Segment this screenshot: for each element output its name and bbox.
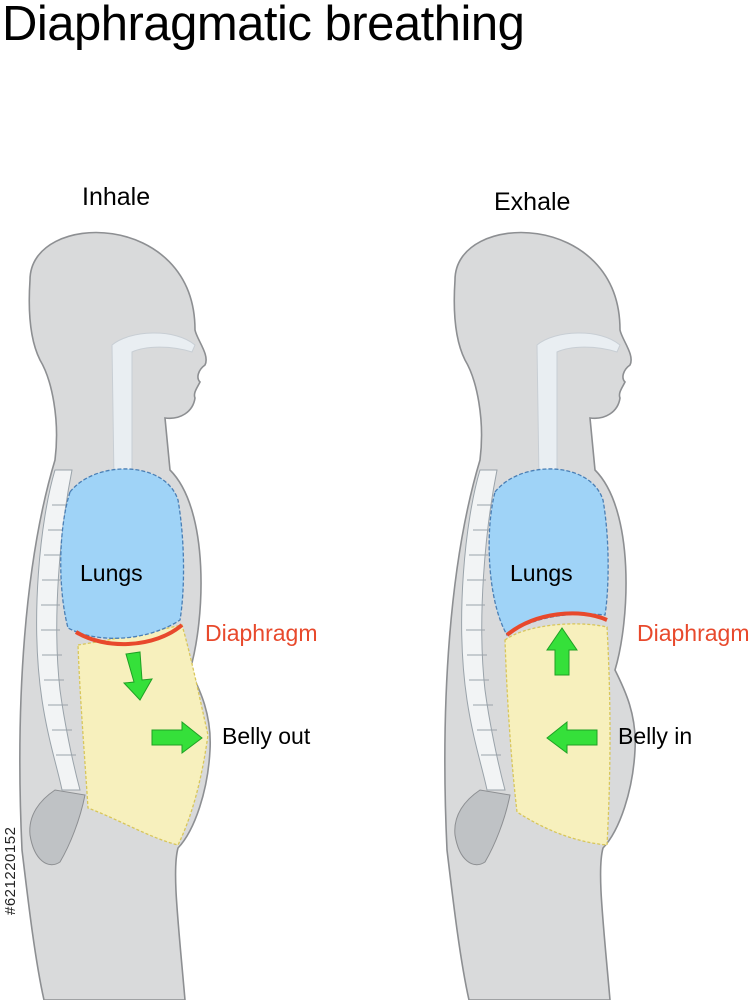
- inhale-arrow-down: [122, 651, 153, 701]
- inhale-diaphragm-label: Diaphragm: [205, 620, 318, 646]
- inhale-arrow-right: [151, 720, 203, 754]
- inhale-vertebrae: [41, 504, 76, 756]
- inhale-lungs: [60, 468, 185, 639]
- exhale-lungs: [488, 468, 609, 636]
- exhale-arrow-up: [546, 627, 578, 676]
- inhale-abdomen: [77, 624, 209, 846]
- exhale-belly-label: Belly in: [618, 723, 693, 749]
- exhale-heading: Exhale: [494, 188, 571, 216]
- exhale-lungs-label: Lungs: [510, 560, 573, 586]
- inhale-lungs-label: Lungs: [80, 560, 143, 586]
- exhale-diaphragm-line: [505, 611, 608, 637]
- stock-id-watermark: #621220152: [2, 826, 19, 915]
- inhale-panel: [19, 231, 212, 1000]
- inhale-diaphragm-line: [74, 623, 184, 647]
- diagram-title: Diaphragmatic breathing: [2, 0, 525, 51]
- exhale-diaphragm-label: Diaphragm: [637, 620, 750, 646]
- exhale-panel: [444, 231, 637, 1000]
- inhale-heading: Inhale: [82, 183, 151, 211]
- exhale-arrow-left: [546, 720, 598, 754]
- inhale-belly-label: Belly out: [222, 723, 311, 749]
